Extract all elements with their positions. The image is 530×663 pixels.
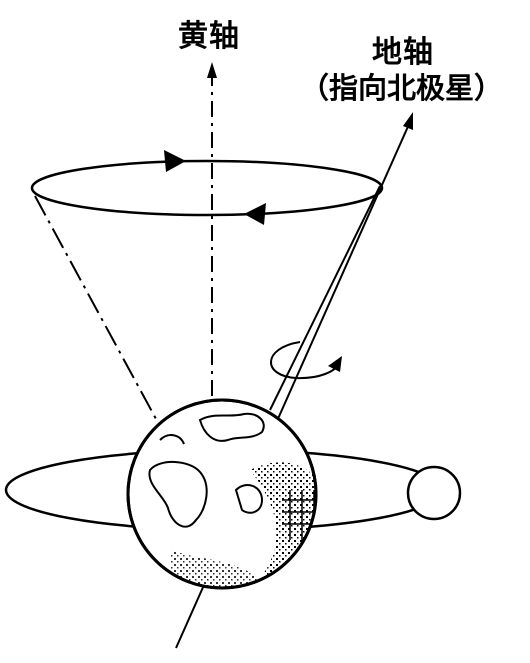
earth-globe bbox=[126, 398, 318, 590]
precession-circle bbox=[30, 159, 384, 217]
rotation-arrowhead bbox=[328, 356, 342, 372]
ecliptic-axis-arrowhead bbox=[207, 62, 217, 78]
earth-axis-note-label: （指向北极星） bbox=[300, 71, 504, 105]
cone-right-edge bbox=[269, 185, 381, 411]
moon bbox=[406, 465, 462, 521]
cone-left-edge bbox=[34, 195, 163, 431]
earth-axis-arrowhead bbox=[403, 112, 413, 130]
ecliptic-axis-label: 黄轴 bbox=[178, 19, 240, 54]
precession-arrow-top bbox=[164, 150, 186, 172]
earth-axis-label: 地轴 bbox=[372, 35, 434, 70]
rotation-arrow bbox=[270, 341, 341, 380]
precession-arrow-bottom bbox=[244, 203, 266, 225]
